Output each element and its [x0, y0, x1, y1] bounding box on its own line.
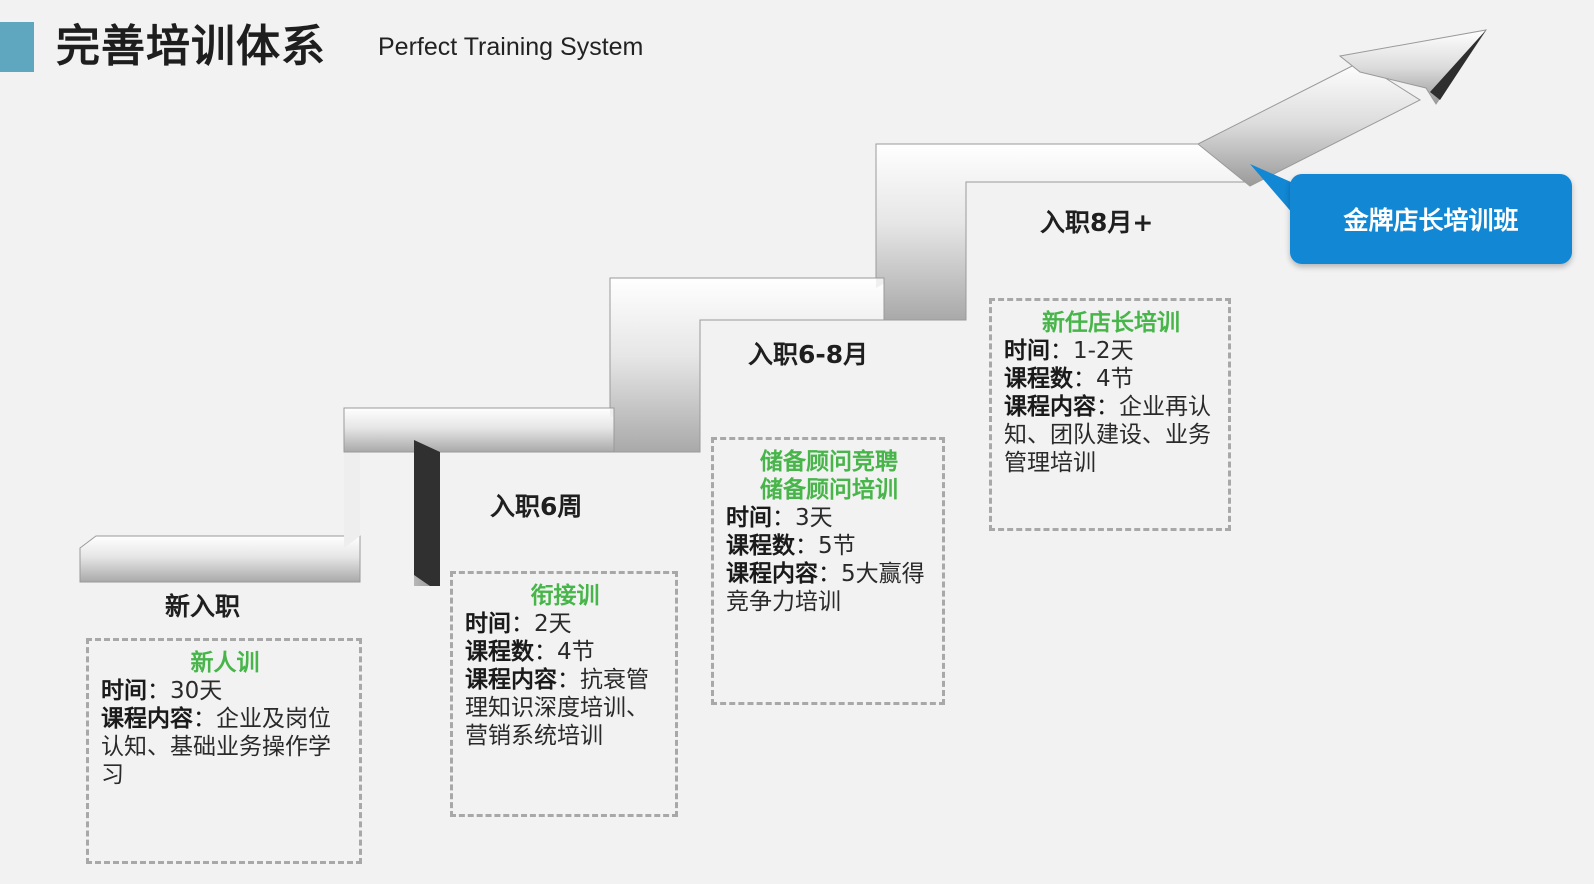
card-row-key: 课程数	[465, 639, 534, 665]
card-row-separator: ：	[147, 678, 170, 704]
card-row-value: 1-2天	[1073, 338, 1134, 364]
card-row-value: 企业再认知、团队建设、业务管理培训	[1004, 394, 1211, 476]
card-row: 课程数：4节	[1004, 365, 1218, 393]
card-row-key: 时间	[101, 678, 147, 704]
card-title: 新任店长培训	[1042, 310, 1180, 336]
card-row: 时间：3天	[726, 504, 932, 532]
card-title: 储备顾问培训	[760, 477, 898, 503]
card-row-key: 时间	[1004, 338, 1050, 364]
card-row-key: 课程内容	[726, 561, 818, 587]
card-row-separator: ：	[795, 533, 818, 559]
card-row-separator: ：	[818, 561, 841, 587]
card-row: 课程内容：抗衰管理知识深度培训、营销系统培训	[465, 666, 665, 750]
training-card-reserve-advisor: 储备顾问竞聘储备顾问培训时间：3天课程数：5节课程内容：5大赢得竞争力培训	[711, 437, 945, 705]
card-row-key: 课程数	[726, 533, 795, 559]
stage-label-6-weeks: 入职6周	[490, 492, 583, 521]
card-row-separator: ：	[1050, 338, 1073, 364]
training-card-new-manager: 新任店长培训时间：1-2天课程数：4节课程内容：企业再认知、团队建设、业务管理培…	[989, 298, 1231, 531]
card-row-separator: ：	[193, 706, 216, 732]
stair-tread-2	[343, 407, 615, 453]
callout-pointer	[1250, 164, 1300, 222]
stage-label-6-8-months: 入职6-8月	[748, 340, 869, 369]
card-row-separator: ：	[511, 611, 534, 637]
card-row: 课程内容：企业再认知、团队建设、业务管理培训	[1004, 393, 1218, 477]
stage-label-new-hire: 新入职	[165, 592, 241, 621]
training-card-transition: 衔接训时间：2天课程数：4节课程内容：抗衰管理知识深度培训、营销系统培训	[450, 571, 678, 817]
card-title: 储备顾问竞聘	[760, 449, 898, 475]
arrow-shaft	[1197, 61, 1422, 187]
card-row: 课程内容：企业及岗位认知、基础业务操作学习	[101, 705, 349, 789]
card-row-key: 课程内容	[101, 706, 193, 732]
card-row: 时间：2天	[465, 610, 665, 638]
card-row: 时间：1-2天	[1004, 337, 1218, 365]
title-accent-bar	[0, 22, 34, 72]
card-row: 课程内容：5大赢得竞争力培训	[726, 560, 932, 616]
card-row: 课程数：5节	[726, 532, 932, 560]
card-row-value: 30天	[170, 678, 223, 704]
card-title: 衔接训	[530, 583, 600, 609]
page-title: 完善培训体系	[56, 21, 326, 72]
card-row-value: 4节	[557, 639, 595, 665]
card-row: 时间：30天	[101, 677, 349, 705]
card-row-value: 4节	[1096, 366, 1134, 392]
card-row-separator: ：	[534, 639, 557, 665]
card-row-key: 课程数	[1004, 366, 1073, 392]
gold-manager-training-callout: 金牌店长培训班	[1290, 174, 1572, 264]
training-card-new-hire: 新人训时间：30天课程内容：企业及岗位认知、基础业务操作学习	[86, 638, 362, 864]
card-row-value: 抗衰管理知识深度培训、营销系统培训	[465, 667, 649, 749]
arrow-head	[1338, 29, 1488, 105]
page-subtitle: Perfect Training System	[378, 33, 644, 61]
card-row-separator: ：	[1073, 366, 1096, 392]
card-row-value: 5节	[818, 533, 856, 559]
arrow-head-shadow	[1430, 30, 1486, 100]
card-row-value: 企业及岗位认知、基础业务操作学习	[101, 706, 331, 788]
card-row-key: 课程内容	[1004, 394, 1096, 420]
card-row-value: 5大赢得竞争力培训	[726, 561, 925, 615]
stair-shadow-1	[414, 440, 440, 586]
card-row-key: 时间	[465, 611, 511, 637]
card-row-key: 时间	[726, 505, 772, 531]
card-row-separator: ：	[1096, 394, 1119, 420]
stair-tread-1	[79, 535, 361, 583]
card-row-separator: ：	[772, 505, 795, 531]
card-row-key: 课程内容	[465, 667, 557, 693]
card-row-value: 3天	[795, 505, 833, 531]
card-title: 新人训	[190, 650, 260, 676]
card-row-value: 2天	[534, 611, 572, 637]
card-row: 课程数：4节	[465, 638, 665, 666]
card-row-separator: ：	[557, 667, 580, 693]
stage-label-8-months-plus: 入职8月+	[1040, 208, 1154, 237]
